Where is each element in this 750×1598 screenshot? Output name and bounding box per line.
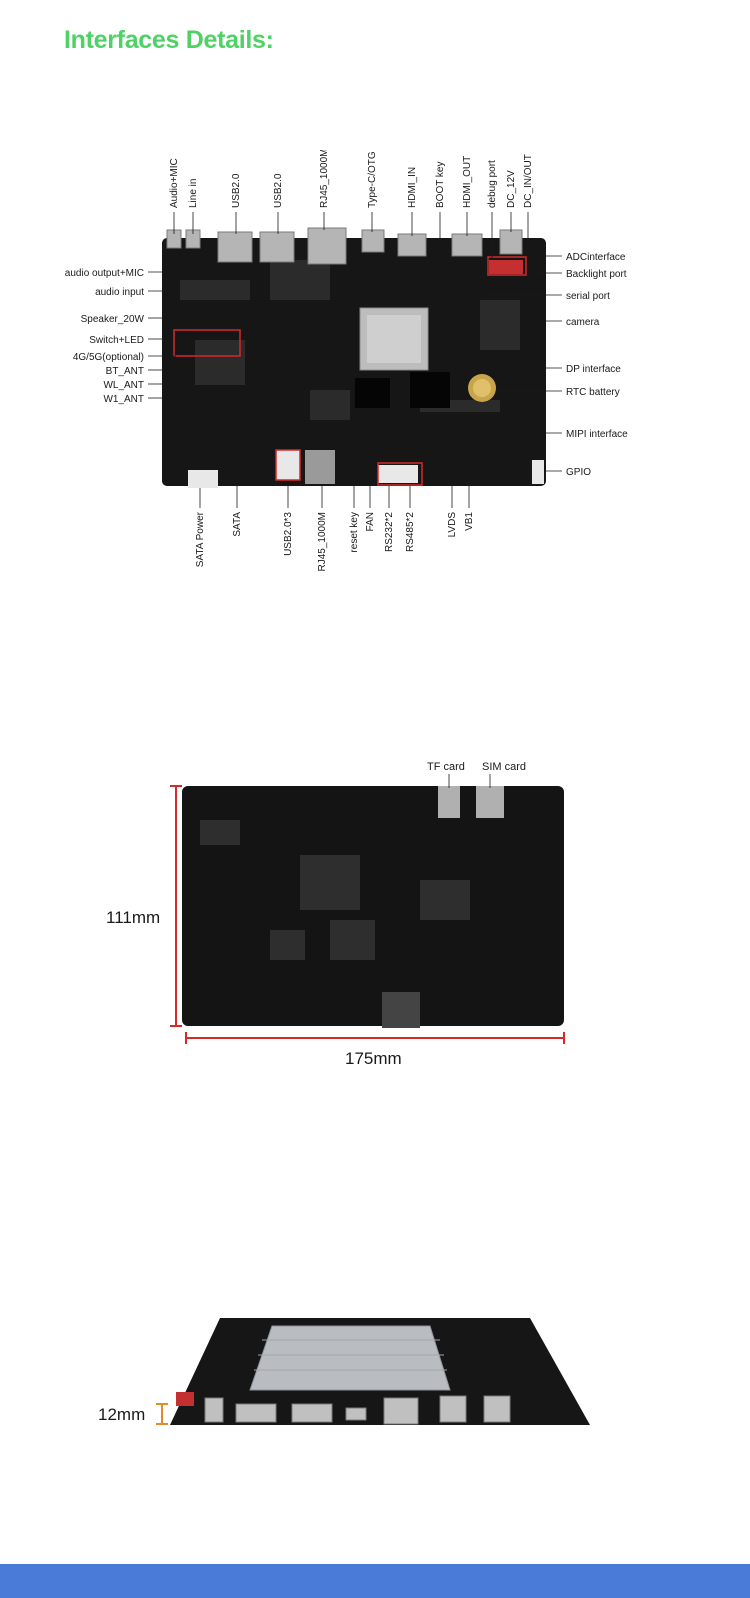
dim-width: 175mm: [345, 1049, 402, 1068]
label-audio-output: audio output+MIC: [65, 268, 144, 279]
label-debug-port: debug port: [487, 160, 498, 208]
label-mipi: MIPI interface: [566, 429, 628, 440]
label-switch-led: Switch+LED: [89, 335, 144, 346]
heatsink: [249, 1325, 451, 1391]
label-camera: camera: [566, 317, 600, 328]
footer-bar: [0, 1564, 750, 1598]
label-dp: DP interface: [566, 364, 621, 375]
label-type-c: Type-C/OTG: [367, 151, 378, 208]
label-gpio: GPIO: [566, 467, 591, 478]
sim-card-slot: [476, 786, 504, 818]
label-backlight: Backlight port: [566, 269, 627, 280]
label-dc-in-out: DC_IN/OUT: [523, 154, 534, 208]
tf-card-slot: [438, 786, 460, 818]
label-w1-ant: W1_ANT: [103, 394, 144, 405]
label-usb-2: USB2.0: [273, 173, 284, 208]
label-rs232: RS232*2: [384, 512, 395, 552]
label-audio-mic: Audio+MIC: [169, 158, 180, 208]
label-hdmi-in: HDMI_IN: [407, 167, 418, 208]
label-lvds: LVDS: [447, 512, 458, 538]
label-tf-card: TF card: [427, 761, 465, 773]
label-serial-port: serial port: [566, 291, 610, 302]
label-4g5g: 4G/5G(optional): [73, 352, 144, 363]
pcb-top: [162, 238, 546, 486]
pcb-bottom: [182, 786, 564, 1026]
label-fan: FAN: [365, 512, 376, 531]
label-usb-1: USB2.0: [231, 173, 242, 208]
label-sata-power: SATA Power: [195, 511, 206, 567]
board-top-diagram: Audio+MIC Line in USB2.0 USB2.0 RJ45_100…: [65, 150, 628, 571]
label-sata: SATA: [232, 512, 243, 537]
label-reset-key: reset key: [349, 512, 360, 553]
label-wl-ant: WL_ANT: [103, 380, 144, 391]
label-rtc: RTC battery: [566, 387, 620, 398]
board-bottom-diagram: TF card SIM card 111mm 175mm: [106, 761, 565, 1068]
pcb-top-details: [180, 260, 520, 420]
label-sim-card: SIM card: [482, 761, 526, 773]
label-rs485: RS485*2: [405, 512, 416, 552]
label-audio-input: audio input: [95, 287, 144, 298]
page-title: Interfaces Details:: [64, 26, 274, 54]
label-usb-x3: USB2.0*3: [283, 512, 294, 556]
label-rj45-bottom: RJ45_1000M: [317, 512, 328, 571]
label-speaker: Speaker_20W: [81, 314, 145, 325]
dim-height: 111mm: [106, 908, 160, 927]
label-boot-key: BOOT key: [435, 162, 446, 209]
label-line-in: Line in: [188, 179, 199, 208]
label-adc: ADCinterface: [566, 252, 626, 263]
board-side-diagram: 12mm: [98, 1318, 590, 1425]
dim-thickness: 12mm: [98, 1405, 145, 1424]
label-hdmi-out: HDMI_OUT: [462, 156, 473, 208]
label-bt-ant: BT_ANT: [106, 366, 144, 377]
label-vb1: VB1: [464, 512, 475, 531]
label-rj45-top: RJ45_1000M: [319, 150, 330, 208]
label-dc-12v: DC_12V: [506, 170, 517, 208]
